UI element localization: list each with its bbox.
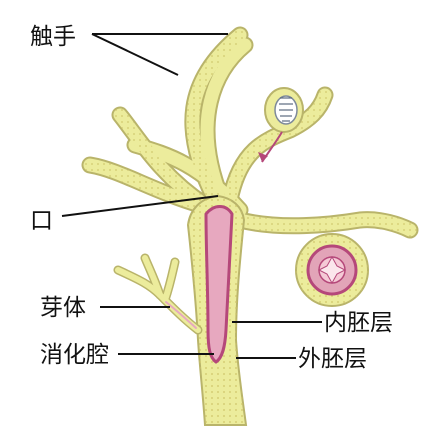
cross-section [296, 234, 368, 306]
leader-tentacle-2 [92, 34, 178, 75]
label-bud: 芽体 [40, 295, 86, 321]
label-tentacle: 触手 [30, 24, 76, 50]
label-ectoderm: 外胚层 [298, 346, 367, 372]
label-endoderm: 内胚层 [324, 310, 393, 336]
label-mouth: 口 [30, 208, 53, 234]
label-digestive-cavity: 消化腔 [40, 342, 109, 368]
bud [118, 258, 198, 330]
tentacles [90, 35, 410, 230]
body-column [188, 196, 246, 425]
